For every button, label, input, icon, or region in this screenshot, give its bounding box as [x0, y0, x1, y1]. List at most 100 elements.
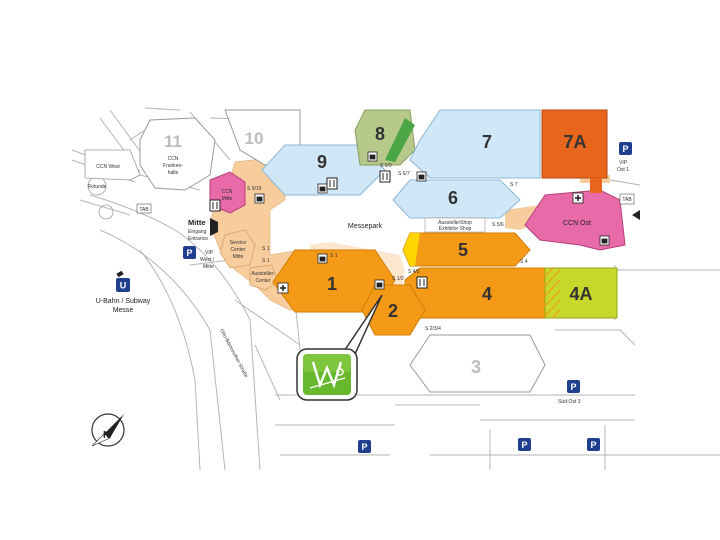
- hall-4a-hatch: [544, 267, 561, 319]
- hall-8-number: 8: [375, 124, 385, 144]
- exhibitor-shop-label-de: AusstellerShop: [438, 220, 472, 226]
- vip-west-label-2: West /: [200, 257, 215, 263]
- mitte-label: Mitte: [188, 218, 206, 227]
- aussteller-service-center: [249, 264, 279, 291]
- service-center-label: Service: [230, 240, 247, 246]
- passage-s234: S 2/3/4: [425, 326, 441, 332]
- food-marker-icon: [296, 294, 383, 401]
- hall-6: [392, 179, 521, 219]
- sued-ost-3-label: Süd-Ost 3: [558, 399, 581, 405]
- tab-west: [136, 203, 152, 214]
- hall-7-number: 7: [482, 132, 492, 152]
- parking-symbol: P: [570, 382, 576, 392]
- aussteller-label-2: Center: [255, 278, 270, 284]
- tab-east: [619, 193, 635, 205]
- hall-6-number: 6: [448, 188, 458, 208]
- passage-labels: S 9/10 S 1 S 1 S 6/9 S 6/7 S 7 S 5/6 S 4…: [247, 163, 528, 332]
- parking-icon: P: [183, 246, 196, 259]
- restaurant-icon: [379, 170, 391, 183]
- vip-ost-label: VIP: [619, 160, 628, 166]
- restaurant-icons: [209, 170, 428, 289]
- compass-north-label: N: [103, 430, 110, 441]
- first-aid-icons: [277, 192, 584, 294]
- subway-entrance-marker: [116, 270, 124, 278]
- hall-10-number: 10: [245, 129, 264, 148]
- parking-symbol: P: [186, 248, 192, 258]
- parking-icon: P: [518, 438, 531, 451]
- restaurant-icon: [209, 199, 221, 212]
- restaurant-icon: [416, 276, 428, 289]
- hall-11: [139, 117, 216, 191]
- ost-entrance-arrow: [632, 210, 640, 220]
- coffee-cup-icon: [317, 183, 328, 194]
- passage-s67: S 6/7: [398, 171, 410, 177]
- coffee-cup-icon: [374, 279, 385, 290]
- passage-s4: S 4: [520, 259, 528, 265]
- hall-8-stripe: [385, 118, 415, 162]
- first-aid-icon: [277, 282, 289, 294]
- hall-4: [404, 267, 546, 319]
- passage-s1c: S 1: [330, 253, 338, 259]
- passage-s7: S 7: [510, 182, 518, 188]
- service-center-label-3: Mitte: [233, 254, 244, 260]
- passage-s12: S 1/2: [392, 276, 404, 282]
- hall-11-number: 11: [164, 132, 182, 151]
- street-label: Otto-Bärnreuther-Straße: [218, 328, 249, 379]
- parking-icon: P: [567, 380, 580, 393]
- rotunde-label: Rotunde: [88, 184, 107, 190]
- restaurant-icon: [326, 177, 338, 190]
- hall-4a-number: 4A: [569, 284, 592, 304]
- ubahn-label: U-Bahn / Subway: [96, 298, 151, 305]
- vip-west-label-3: Mitte: [203, 264, 214, 270]
- ccn-ost-label: CCN Ost: [563, 220, 591, 227]
- coffee-cup-icon: [254, 193, 265, 204]
- parking-symbol: P: [590, 440, 596, 450]
- hall-7a: [541, 109, 608, 179]
- passage-s45: S 4/5: [408, 269, 420, 275]
- first-aid-icon: [572, 192, 584, 204]
- messepark-label: Messepark: [348, 223, 383, 230]
- ccn-west-label: CCN West: [96, 164, 120, 170]
- ccn-ost-orange-strip: [590, 178, 602, 193]
- compass-icon: N: [91, 413, 125, 447]
- exhibitor-shop: [424, 217, 486, 233]
- exhibitor-shop-label-en: Exhibitor Shop: [439, 226, 472, 232]
- ccn-mitte-label: CCN: [222, 189, 233, 195]
- ccn-ost: [524, 189, 626, 251]
- ccn-frankenhalle-label-3: halle: [168, 170, 179, 176]
- passage-s69: S 6/9: [380, 163, 392, 169]
- hall-9-number: 9: [317, 152, 327, 172]
- hall-2-number: 2: [388, 301, 398, 321]
- parking-symbol: P: [622, 144, 628, 154]
- hall-4-number: 4: [482, 284, 492, 304]
- coffee-icons: [254, 151, 610, 290]
- hall-5-number: 5: [458, 240, 468, 260]
- hall-7a-number: 7A: [563, 132, 586, 152]
- entrance-label: Entrance: [188, 236, 208, 242]
- coffee-cup-icon: [367, 151, 378, 162]
- ccn-frankenhalle-label: CCN: [168, 156, 179, 162]
- mitte-entrance-arrow: [210, 218, 218, 236]
- passage-s1-b: S 1: [262, 258, 270, 264]
- ccn-mitte-label-2: Mitte: [222, 196, 233, 202]
- coffee-cup-icon: [599, 235, 610, 246]
- hall-2: [361, 284, 426, 336]
- ccn-west: [84, 149, 141, 181]
- parking-symbol: P: [361, 442, 367, 452]
- ubahn-label-2: Messe: [113, 307, 134, 314]
- coffee-cup-icon: [416, 171, 427, 182]
- parking-icon: P: [358, 440, 371, 453]
- vip-ost-label-2: Ost 1: [617, 167, 629, 173]
- tab-west-label: TAB: [139, 207, 149, 213]
- hall-1-number: 1: [327, 274, 337, 294]
- subway-icon: U: [116, 278, 130, 292]
- hall-3-number: 3: [471, 357, 481, 377]
- tab-east-label: TAB: [622, 197, 632, 203]
- aussteller-label: Aussteller-: [251, 271, 275, 277]
- hall-3: [409, 334, 546, 393]
- parking-symbol: P: [521, 440, 527, 450]
- parking-icon: P: [587, 438, 600, 451]
- coffee-cup-icon: [317, 253, 328, 264]
- ccn-frankenhalle-label-2: Franken-: [163, 163, 183, 169]
